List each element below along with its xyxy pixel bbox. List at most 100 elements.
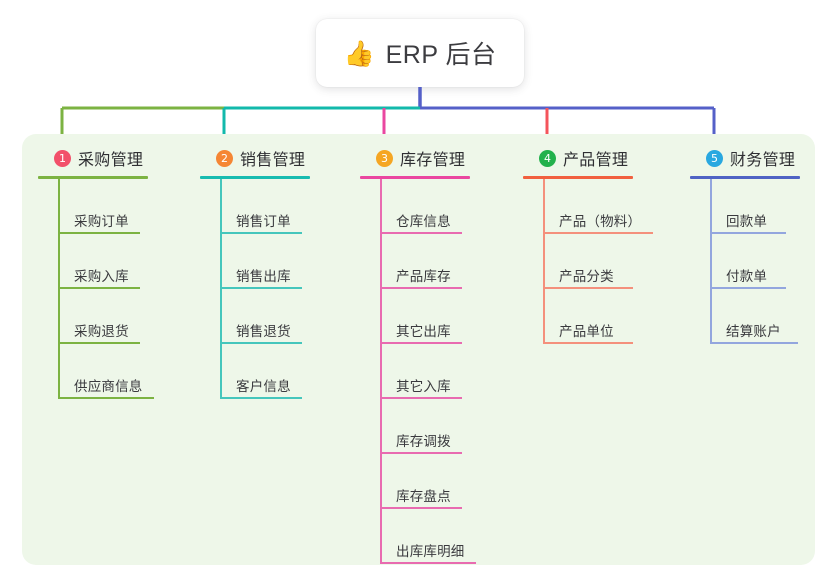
- leaf-item[interactable]: 产品单位: [523, 289, 641, 344]
- leaf-item-underline: [380, 232, 462, 234]
- leaf-item-underline: [710, 342, 798, 344]
- leaf-item-underline: [220, 287, 302, 289]
- leaf-item[interactable]: 库存盘点: [360, 454, 470, 509]
- branch-underline: [360, 176, 470, 179]
- leaf-item-label: 产品单位: [559, 324, 614, 339]
- leaf-item-underline: [58, 397, 154, 399]
- branch-item-list: 回款单付款单结算账户: [690, 179, 800, 344]
- branch-underline: [523, 176, 633, 179]
- leaf-item[interactable]: 采购入库: [38, 234, 148, 289]
- branch-title: 库存管理: [400, 152, 466, 169]
- branch-spine: [543, 179, 545, 344]
- leaf-item[interactable]: 销售退货: [200, 289, 310, 344]
- leaf-item[interactable]: 回款单: [690, 179, 800, 234]
- leaf-item[interactable]: 客户信息: [200, 344, 310, 399]
- branch-header-5[interactable]: 5 财务管理: [690, 146, 800, 170]
- leaf-item[interactable]: 产品库存: [360, 234, 470, 289]
- leaf-item-label: 销售订单: [236, 214, 291, 229]
- leaf-item-underline: [58, 287, 140, 289]
- branch-header-3[interactable]: 3 库存管理: [360, 146, 470, 170]
- leaf-item-underline: [220, 232, 302, 234]
- leaf-item-label: 采购退货: [74, 324, 129, 339]
- leaf-item[interactable]: 其它入库: [360, 344, 470, 399]
- branch-underline: [200, 176, 310, 179]
- leaf-item-label: 其它出库: [396, 324, 451, 339]
- leaf-item-underline: [543, 342, 633, 344]
- leaf-item[interactable]: 采购订单: [38, 179, 148, 234]
- leaf-item-underline: [543, 287, 633, 289]
- leaf-item[interactable]: 采购退货: [38, 289, 148, 344]
- leaf-item-underline: [380, 342, 462, 344]
- branch-column-2: 2 销售管理销售订单销售出库销售退货客户信息: [200, 146, 310, 399]
- root-node-erp-backend[interactable]: 👍 ERP 后台: [316, 19, 524, 87]
- branch-column-5: 5 财务管理回款单付款单结算账户: [690, 146, 800, 344]
- branch-title: 销售管理: [240, 152, 306, 169]
- leaf-item[interactable]: 其它出库: [360, 289, 470, 344]
- leaf-item[interactable]: 供应商信息: [38, 344, 154, 399]
- root-node-label: ERP 后台: [385, 41, 497, 69]
- leaf-item[interactable]: 仓库信息: [360, 179, 470, 234]
- leaf-item-underline: [710, 287, 786, 289]
- branch-spine: [58, 179, 60, 399]
- leaf-item-label: 采购订单: [74, 214, 129, 229]
- leaf-item-underline: [380, 562, 476, 564]
- leaf-item[interactable]: 出库库明细: [360, 509, 476, 564]
- branch-title: 产品管理: [563, 152, 629, 169]
- leaf-item-label: 采购入库: [74, 269, 129, 284]
- branch-number-badge: 3: [376, 149, 393, 167]
- leaf-item-label: 付款单: [726, 269, 768, 284]
- branch-spine: [710, 179, 712, 344]
- leaf-item[interactable]: 库存调拨: [360, 399, 470, 454]
- branch-number-badge: 4: [539, 149, 556, 167]
- leaf-item-underline: [380, 287, 462, 289]
- leaf-item-underline: [220, 342, 302, 344]
- branch-header-1[interactable]: 1 采购管理: [38, 146, 148, 170]
- branch-spine: [220, 179, 222, 399]
- branch-number-badge: 1: [54, 149, 71, 167]
- leaf-item-label: 销售退货: [236, 324, 291, 339]
- branch-item-list: 产品（物料） 产品分类产品单位: [523, 179, 653, 344]
- branch-header-2[interactable]: 2 销售管理: [200, 146, 310, 170]
- leaf-item[interactable]: 付款单: [690, 234, 800, 289]
- leaf-item-label: 出库库明细: [396, 544, 465, 559]
- leaf-item-label: 产品（物料）: [559, 214, 642, 229]
- leaf-item-underline: [380, 452, 462, 454]
- leaf-item-label: 产品库存: [396, 269, 451, 284]
- leaf-item-underline: [380, 397, 462, 399]
- leaf-item[interactable]: 销售出库: [200, 234, 310, 289]
- branch-item-list: 采购订单采购入库采购退货供应商信息: [38, 179, 154, 399]
- branch-number-badge: 2: [216, 149, 233, 167]
- leaf-item-underline: [710, 232, 786, 234]
- branch-spine: [380, 179, 382, 564]
- leaf-item-label: 库存调拨: [396, 434, 451, 449]
- branch-column-3: 3 库存管理仓库信息产品库存其它出库其它入库库存调拨库存盘点出库库明细: [360, 146, 476, 564]
- leaf-item-label: 客户信息: [236, 379, 291, 394]
- branch-number-badge: 5: [706, 149, 723, 167]
- leaf-item-label: 回款单: [726, 214, 768, 229]
- leaf-item-label: 销售出库: [236, 269, 291, 284]
- branch-title: 财务管理: [730, 152, 796, 169]
- branch-item-list: 仓库信息产品库存其它出库其它入库库存调拨库存盘点出库库明细: [360, 179, 476, 564]
- branch-title: 采购管理: [78, 152, 144, 169]
- branch-underline: [690, 176, 800, 179]
- leaf-item-underline: [220, 397, 302, 399]
- leaf-item-underline: [58, 342, 140, 344]
- leaf-item[interactable]: 产品（物料）: [523, 179, 653, 234]
- leaf-item-label: 供应商信息: [74, 379, 143, 394]
- leaf-item[interactable]: 销售订单: [200, 179, 310, 234]
- branch-underline: [38, 176, 148, 179]
- leaf-item[interactable]: 结算账户: [690, 289, 800, 344]
- thumbs-up-icon: 👍: [343, 39, 375, 68]
- leaf-item-label: 库存盘点: [396, 489, 451, 504]
- leaf-item-underline: [58, 232, 140, 234]
- leaf-item-underline: [543, 232, 653, 234]
- branches-panel: [22, 134, 815, 565]
- leaf-item-label: 产品分类: [559, 269, 614, 284]
- leaf-item[interactable]: 产品分类: [523, 234, 641, 289]
- leaf-item-label: 其它入库: [396, 379, 451, 394]
- branch-header-4[interactable]: 4 产品管理: [523, 146, 641, 170]
- leaf-item-label: 结算账户: [726, 324, 781, 339]
- branch-item-list: 销售订单销售出库销售退货客户信息: [200, 179, 310, 399]
- leaf-item-label: 仓库信息: [396, 214, 451, 229]
- branch-column-4: 4 产品管理产品（物料） 产品分类产品单位: [523, 146, 653, 344]
